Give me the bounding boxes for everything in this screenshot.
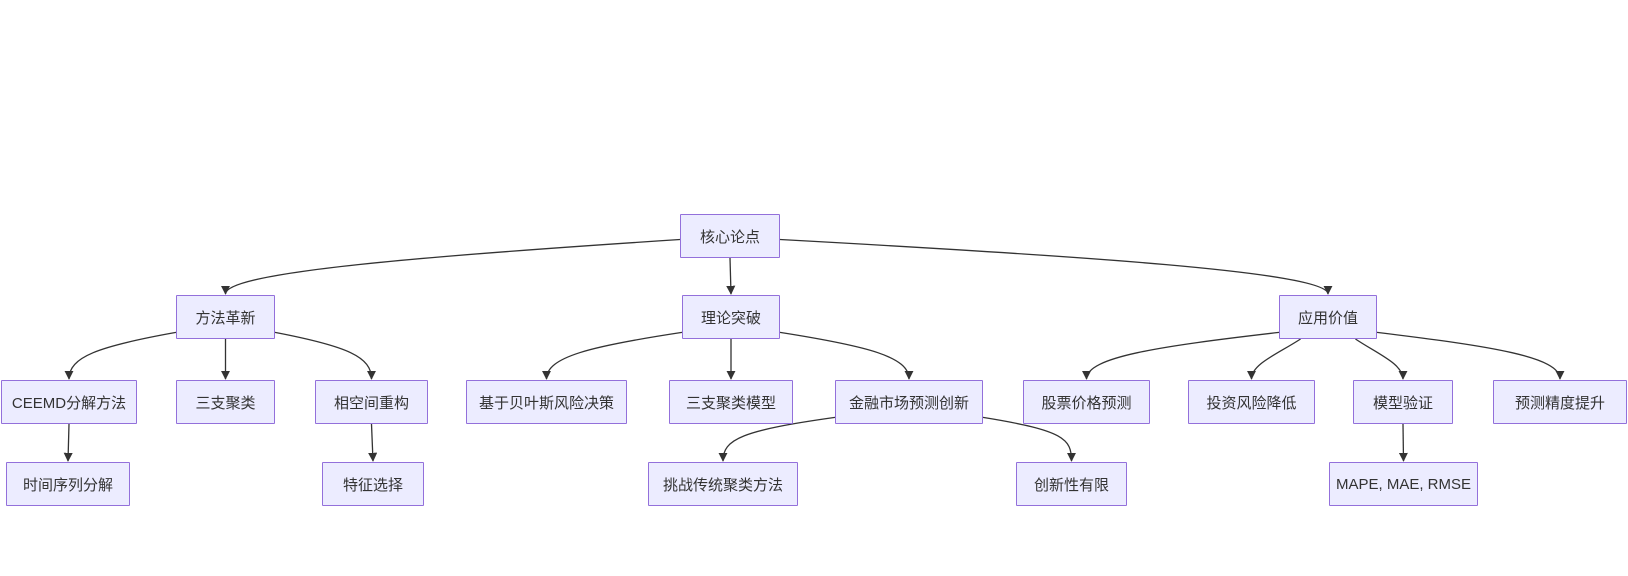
edge-core-method xyxy=(221,238,681,295)
edge-value-stock xyxy=(1081,331,1280,380)
node-theory-breakthrough: 理论突破 xyxy=(682,295,780,339)
node-phase-space-reconstruction: 相空间重构 xyxy=(315,380,428,424)
edge-theory-fininnov xyxy=(779,331,914,380)
edge-value-precision xyxy=(1376,331,1565,380)
edge-ceemd-tsdecomp xyxy=(63,423,73,462)
node-feature-selection: 特征选择 xyxy=(322,462,424,506)
edge-theory-bayes xyxy=(541,331,683,380)
edge-core-theory xyxy=(726,257,736,295)
edge-method-phase xyxy=(274,331,377,380)
node-three-way-cluster-model: 三支聚类模型 xyxy=(669,380,793,424)
edge-method-ceemd xyxy=(64,331,177,380)
edge-value-risk xyxy=(1246,338,1301,380)
node-model-validation: 模型验证 xyxy=(1353,380,1453,424)
edge-value-validate xyxy=(1355,338,1408,380)
node-error-metrics: MAPE, MAE, RMSE xyxy=(1329,462,1478,506)
node-stock-price-prediction: 股票价格预测 xyxy=(1023,380,1150,424)
edge-phase-feature xyxy=(368,423,378,462)
node-financial-forecast-innovation: 金融市场预测创新 xyxy=(835,380,983,424)
node-three-way-clustering: 三支聚类 xyxy=(176,380,275,424)
node-bayes-risk-decision: 基于贝叶斯风险决策 xyxy=(466,380,627,424)
edge-validate-metrics xyxy=(1398,423,1408,462)
edge-core-value xyxy=(779,238,1333,295)
node-time-series-decomposition: 时间序列分解 xyxy=(6,462,130,506)
node-prediction-accuracy: 预测精度提升 xyxy=(1493,380,1627,424)
node-limited-innovation: 创新性有限 xyxy=(1016,462,1127,506)
node-investment-risk-reduction: 投资风险降低 xyxy=(1188,380,1315,424)
node-application-value: 应用价值 xyxy=(1279,295,1377,339)
node-ceemd-decomposition: CEEMD分解方法 xyxy=(1,380,137,424)
node-challenge-traditional-clustering: 挑战传统聚类方法 xyxy=(648,462,798,506)
node-core-thesis: 核心论点 xyxy=(680,214,780,258)
node-method-innovation: 方法革新 xyxy=(176,295,275,339)
